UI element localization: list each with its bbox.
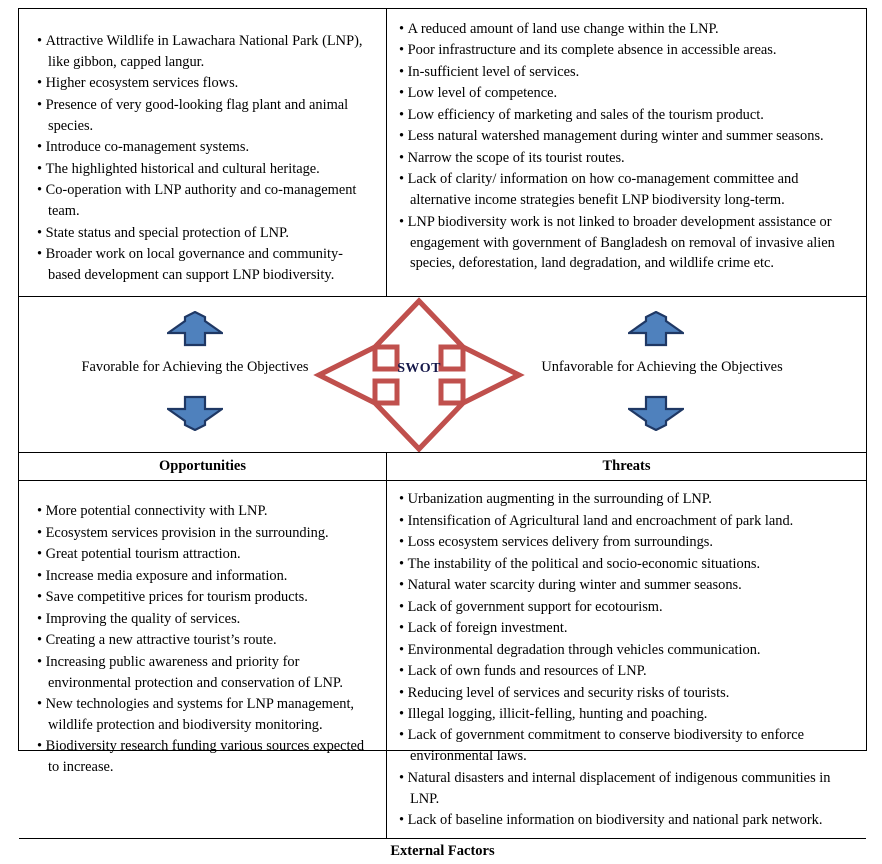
weaknesses-list: A reduced amount of land use change with… — [399, 19, 852, 274]
favorable-label: Favorable for Achieving the Objectives — [81, 359, 309, 376]
threats-cell: Urbanization augmenting in the surroundi… — [387, 481, 866, 837]
list-item: The instability of the political and soc… — [399, 554, 854, 575]
list-item: Natural water scarcity during winter and… — [399, 575, 854, 596]
up-arrow-icon-right — [625, 311, 687, 347]
list-item: Poor infrastructure and its complete abs… — [399, 40, 852, 61]
list-item: Ecosystem services provision in the surr… — [37, 523, 372, 544]
list-item: Urbanization augmenting in the surroundi… — [399, 489, 854, 510]
list-item: The highlighted historical and cultural … — [37, 159, 372, 180]
up-arrow-icon-left — [164, 311, 226, 347]
list-item: LNP biodiversity work is not linked to b… — [399, 212, 852, 275]
strengths-cell: Attractive Wildlife in Lawachara Nationa… — [19, 9, 387, 297]
list-item: Introduce co-management systems. — [37, 137, 372, 158]
list-item: Great potential tourism attraction. — [37, 544, 372, 565]
list-item: Co-operation with LNP authority and co-m… — [37, 180, 372, 222]
list-item: Attractive Wildlife in Lawachara Nationa… — [37, 31, 372, 73]
list-item: Biodiversity research funding various so… — [37, 736, 372, 778]
list-item: Increasing public awareness and priority… — [37, 652, 372, 694]
list-item: Broader work on local governance and com… — [37, 244, 372, 286]
list-item: More potential connectivity with LNP. — [37, 501, 372, 522]
list-item: Intensification of Agricultural land and… — [399, 511, 854, 532]
strengths-list: Attractive Wildlife in Lawachara Nationa… — [37, 31, 372, 286]
list-item: Higher ecosystem services flows. — [37, 73, 372, 94]
list-item: Lack of own funds and resources of LNP. — [399, 661, 854, 682]
external-factors-row: External Factors — [19, 839, 866, 864]
list-item: Natural disasters and internal displacem… — [399, 768, 854, 810]
swot-center-band: Favorable for Achieving the Objectives U… — [19, 297, 866, 454]
threats-list: Urbanization augmenting in the surroundi… — [399, 489, 854, 831]
swot-top-row: Attractive Wildlife in Lawachara Nationa… — [19, 9, 866, 298]
list-item: Creating a new attractive tourist’s rout… — [37, 630, 372, 651]
opportunities-header: Opportunities — [19, 453, 387, 481]
list-item: Illegal logging, illicit-felling, huntin… — [399, 704, 854, 725]
swot-header-row: Opportunities Threats — [19, 453, 866, 482]
down-arrow-icon-left — [164, 395, 226, 432]
opportunities-list: More potential connectivity with LNP.Eco… — [37, 501, 372, 778]
list-item: Low efficiency of marketing and sales of… — [399, 105, 852, 126]
list-item: Narrow the scope of its tourist routes. — [399, 148, 852, 169]
list-item: State status and special protection of L… — [37, 223, 372, 244]
swot-diagram-frame: Attractive Wildlife in Lawachara Nationa… — [18, 8, 867, 859]
list-item: Reducing level of services and security … — [399, 683, 854, 704]
list-item: Loss ecosystem services delivery from su… — [399, 532, 854, 553]
opportunities-cell: More potential connectivity with LNP.Eco… — [19, 481, 387, 838]
down-arrow-icon-right — [625, 395, 687, 432]
list-item: A reduced amount of land use change with… — [399, 19, 852, 40]
list-item: Improving the quality of services. — [37, 609, 372, 630]
list-item: Lack of foreign investment. — [399, 618, 854, 639]
threats-header: Threats — [602, 458, 651, 475]
list-item: Lack of government support for ecotouris… — [399, 597, 854, 618]
external-factors-label: External Factors — [390, 842, 495, 859]
list-item: Presence of very good-looking flag plant… — [37, 95, 372, 137]
swot-center-label: SWOT — [397, 361, 441, 377]
list-item: Low level of competence. — [399, 83, 852, 104]
list-item: Save competitive prices for tourism prod… — [37, 587, 372, 608]
swot-bottom-row: More potential connectivity with LNP.Eco… — [19, 481, 866, 839]
list-item: Lack of government commitment to conserv… — [399, 725, 854, 767]
list-item: Increase media exposure and information. — [37, 566, 372, 587]
list-item: Lack of baseline information on biodiver… — [399, 810, 854, 831]
list-item: Less natural watershed management during… — [399, 126, 852, 147]
unfavorable-label: Unfavorable for Achieving the Objectives — [541, 359, 783, 376]
list-item: In-sufficient level of services. — [399, 62, 852, 83]
list-item: Lack of clarity/ information on how co-m… — [399, 169, 852, 211]
four-way-arrow-icon — [311, 297, 527, 453]
weaknesses-cell: A reduced amount of land use change with… — [387, 9, 866, 296]
list-item: Environmental degradation through vehicl… — [399, 640, 854, 661]
list-item: New technologies and systems for LNP man… — [37, 694, 372, 736]
